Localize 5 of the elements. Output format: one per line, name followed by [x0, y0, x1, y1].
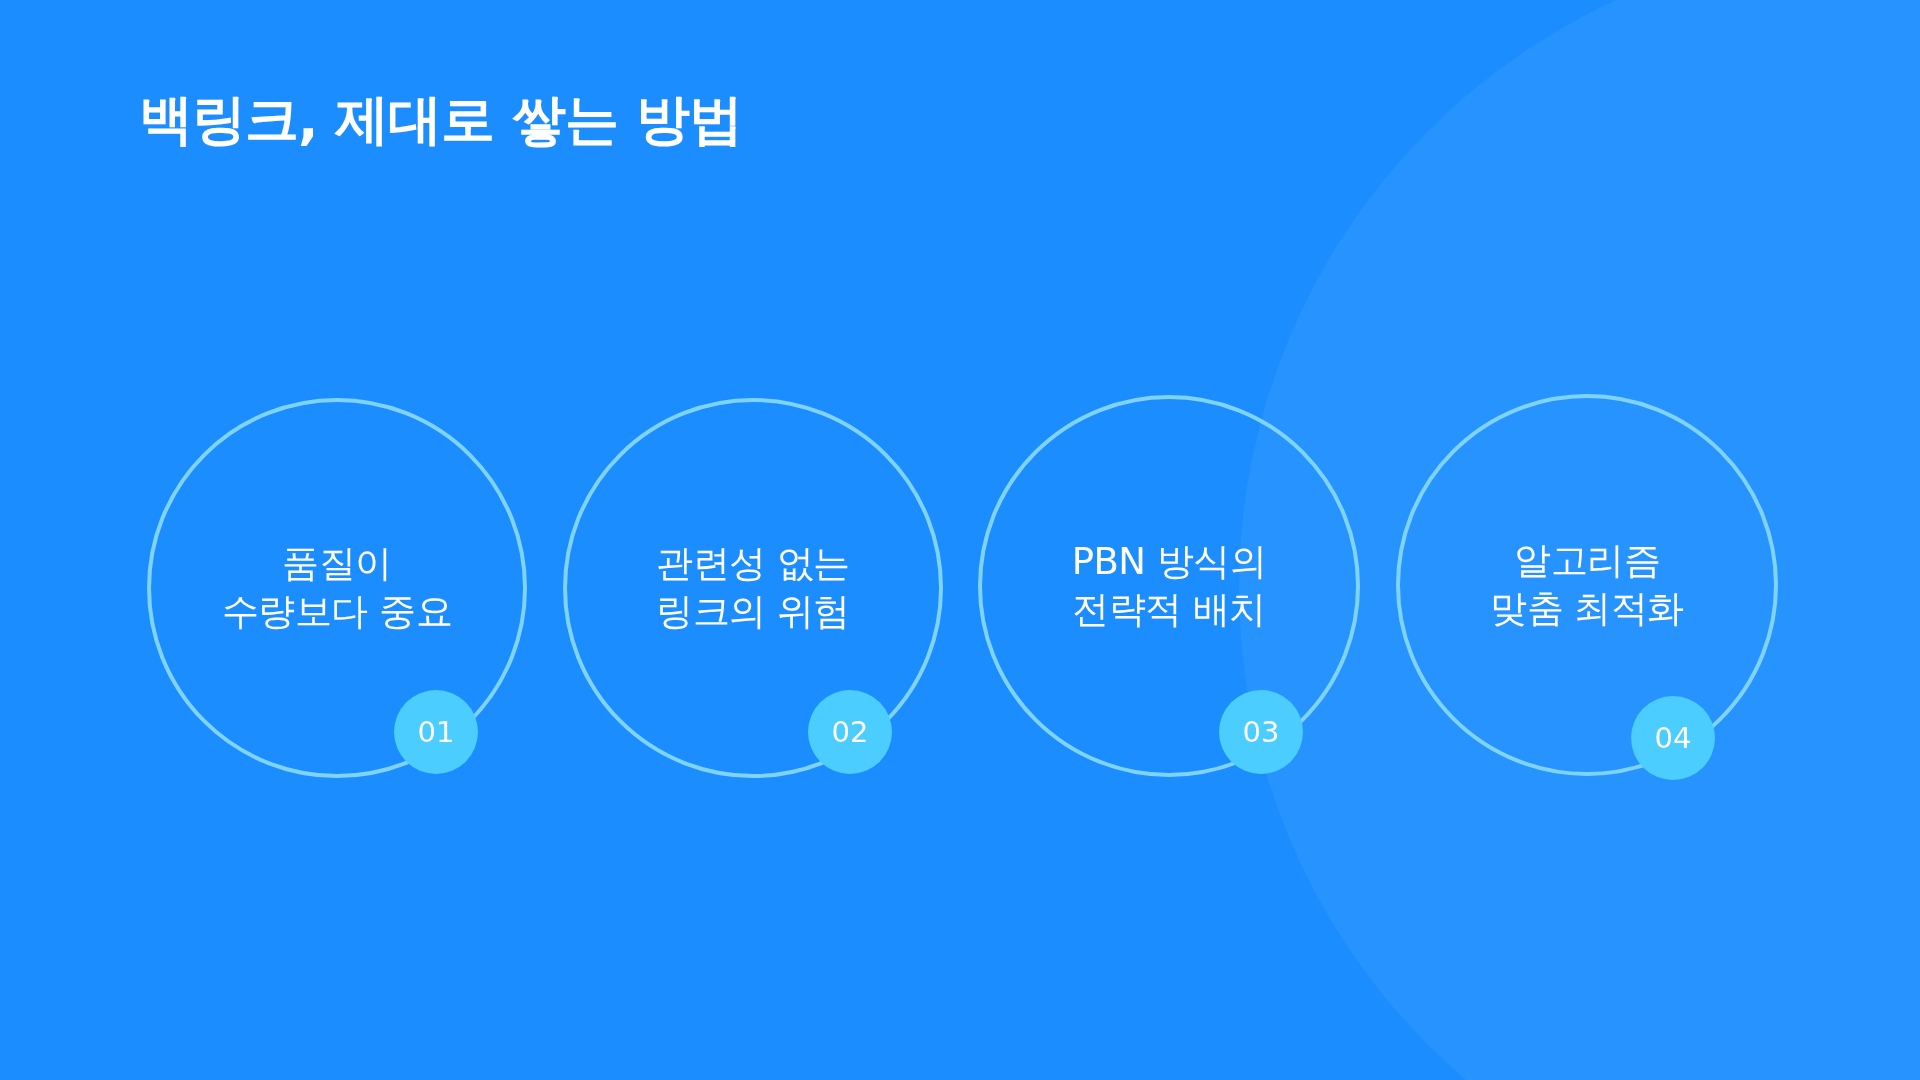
step-label: PBN 방식의 전략적 배치 — [1070, 539, 1268, 633]
step-label: 관련성 없는 링크의 위험 — [655, 541, 851, 635]
step-label: 품질이 수량보다 중요 — [220, 541, 454, 635]
slide-title: 백링크, 제대로 쌓는 방법 — [139, 87, 742, 153]
step-label: 알고리즘 맞춤 최적화 — [1489, 538, 1685, 632]
